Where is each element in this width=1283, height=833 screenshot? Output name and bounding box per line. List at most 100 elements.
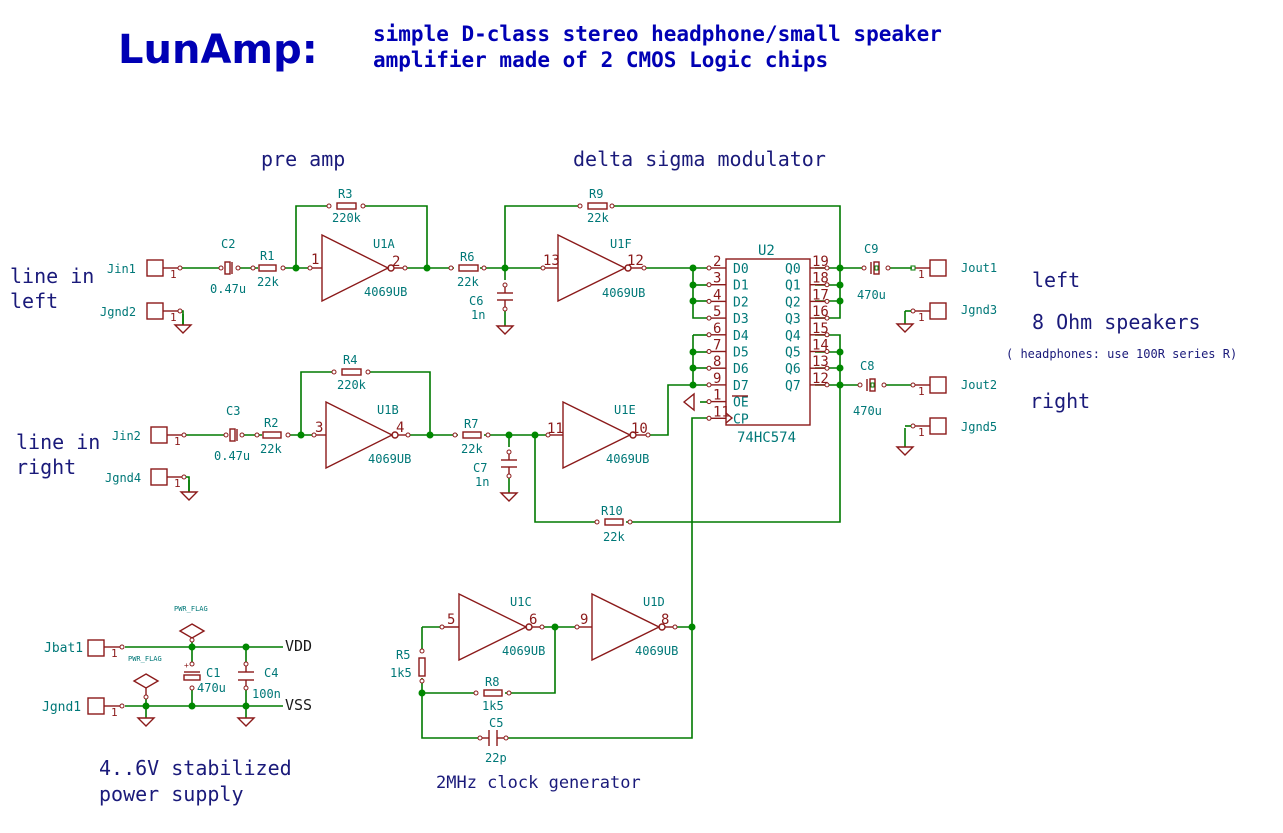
svg-text:U1F: U1F bbox=[610, 237, 632, 251]
u2-pin-number: 14 bbox=[812, 338, 829, 354]
capacitor-c3[interactable]: C3 0.47u bbox=[214, 404, 250, 463]
power-flag-2: PWR_FLAG bbox=[128, 655, 162, 700]
resistor-r1[interactable]: R1 22k bbox=[250, 249, 286, 289]
connector-jgnd2[interactable]: 1 Jgnd2 bbox=[100, 302, 184, 325]
svg-text:C9: C9 bbox=[864, 242, 878, 256]
svg-text:9: 9 bbox=[580, 612, 588, 628]
svg-text:C3: C3 bbox=[226, 404, 240, 418]
resistor-r2[interactable]: R2 22k bbox=[254, 416, 291, 456]
svg-text:C4: C4 bbox=[264, 666, 278, 680]
inverter-u1a[interactable]: 1 2 U1A 4069UB bbox=[307, 233, 408, 303]
resistor-r5[interactable]: R5 1k5 bbox=[390, 648, 426, 684]
resistor-r7[interactable]: R7 22k bbox=[452, 417, 491, 456]
svg-text:4069UB: 4069UB bbox=[635, 644, 678, 658]
svg-text:C2: C2 bbox=[221, 237, 235, 251]
svg-text:22k: 22k bbox=[457, 275, 479, 289]
u2-pin-name: D6 bbox=[733, 362, 749, 377]
u2-pin-number: 8 bbox=[713, 354, 721, 370]
connector-jout2[interactable]: 1 Jout2 bbox=[910, 376, 997, 398]
u2-pin-name: D7 bbox=[733, 379, 749, 394]
u2-pin-number: 16 bbox=[812, 304, 829, 320]
resistor-r4[interactable]: R4 220k bbox=[331, 353, 371, 392]
svg-text:C8: C8 bbox=[860, 359, 874, 373]
section-psu-label-2: power supply bbox=[99, 782, 244, 806]
svg-text:4069UB: 4069UB bbox=[606, 452, 649, 466]
net-label-vss: VSS bbox=[285, 696, 312, 714]
svg-text:6: 6 bbox=[529, 612, 537, 628]
jin1-ref: Jin1 bbox=[107, 262, 136, 276]
u2-pin-number: 13 bbox=[812, 354, 829, 370]
net-label-vdd: VDD bbox=[285, 637, 312, 655]
svg-text:470u: 470u bbox=[857, 288, 886, 302]
inverter-u1d[interactable]: 9 8 U1D 4069UB bbox=[574, 592, 678, 662]
capacitor-c1[interactable]: C1 470u bbox=[183, 661, 226, 695]
resistor-r10[interactable]: R10 22k bbox=[594, 504, 633, 544]
inverter-u1b[interactable]: 3 4 U1B 4069UB bbox=[311, 400, 411, 470]
inverter-u1c[interactable]: 5 6 U1C 4069UB bbox=[439, 592, 545, 662]
svg-text:22k: 22k bbox=[257, 275, 279, 289]
svg-text:10: 10 bbox=[631, 421, 648, 437]
connector-jgnd1[interactable]: 1 Jgnd1 bbox=[42, 697, 125, 719]
capacitor-c7[interactable]: C7 1n bbox=[473, 449, 517, 489]
svg-text:1: 1 bbox=[918, 426, 925, 439]
u2-pin-name: D4 bbox=[733, 329, 749, 344]
u2-pin-name: D3 bbox=[733, 312, 749, 327]
capacitor-c8[interactable]: C8 470u bbox=[853, 359, 887, 418]
svg-text:PWR_FLAG: PWR_FLAG bbox=[174, 605, 208, 613]
connector-jout1[interactable]: 1 Jout1 bbox=[910, 259, 997, 281]
svg-text:C5: C5 bbox=[489, 716, 503, 730]
capacitor-c2[interactable]: C2 0.47u bbox=[210, 237, 246, 296]
capacitor-c5[interactable]: C5 22p bbox=[477, 716, 509, 765]
connector-jbat1[interactable]: 1 Jbat1 bbox=[44, 639, 125, 660]
ground-icon bbox=[173, 324, 193, 334]
inverter-u1e[interactable]: 11 10 U1E 4069UB bbox=[545, 400, 651, 470]
svg-text:R4: R4 bbox=[343, 353, 357, 367]
u2-pin-number: 17 bbox=[812, 287, 829, 303]
capacitor-c9[interactable]: C9 470u bbox=[857, 242, 891, 302]
ground-icon bbox=[179, 491, 199, 501]
connector-jin2[interactable]: 1 Jin2 bbox=[112, 426, 187, 448]
inverter-u1f[interactable]: 13 12 U1F 4069UB bbox=[540, 233, 647, 303]
power-flag-1: PWR_FLAG bbox=[174, 605, 208, 643]
resistor-r6[interactable]: R6 22k bbox=[448, 250, 487, 289]
note-speakers: 8 Ohm speakers bbox=[1032, 310, 1201, 334]
ground-icon bbox=[495, 325, 515, 335]
svg-text:1: 1 bbox=[111, 706, 118, 719]
svg-text:1k5: 1k5 bbox=[482, 699, 504, 713]
resistor-r8[interactable]: R8 1k5 bbox=[473, 675, 512, 713]
u2-pin-name: Q3 bbox=[785, 312, 801, 327]
svg-text:U1B: U1B bbox=[377, 403, 399, 417]
connector-jgnd4[interactable]: 1 Jgnd4 bbox=[105, 468, 190, 492]
ground-icon bbox=[236, 717, 256, 727]
note-headphones: ( headphones: use 100R series R) bbox=[1006, 347, 1237, 361]
svg-text:4069UB: 4069UB bbox=[364, 285, 407, 299]
connector-jgnd3[interactable]: 1 Jgnd3 bbox=[905, 302, 997, 324]
resistor-r3[interactable]: R3 220k bbox=[326, 187, 366, 225]
svg-text:100n: 100n bbox=[252, 687, 281, 701]
svg-text:220k: 220k bbox=[332, 211, 362, 225]
note-out-right: right bbox=[1030, 389, 1090, 413]
u2-pin-name: D5 bbox=[733, 346, 749, 361]
capacitor-c4[interactable]: C4 100n bbox=[238, 661, 281, 701]
connector-jgnd5[interactable]: 1 Jgnd5 bbox=[905, 417, 997, 439]
power-flag-icon bbox=[132, 673, 160, 689]
u2-pin-name: D2 bbox=[733, 295, 749, 310]
resistor-r9[interactable]: R9 22k bbox=[577, 187, 615, 225]
ground-icon bbox=[895, 446, 915, 456]
capacitor-c6[interactable]: C6 1n bbox=[469, 282, 513, 322]
jgnd2-ref: Jgnd2 bbox=[100, 305, 136, 319]
ground-symbols bbox=[136, 323, 915, 727]
connector-jin1[interactable]: 1 Jin1 bbox=[107, 259, 183, 281]
c1-plus-sign: + bbox=[184, 661, 189, 670]
ground-icon bbox=[499, 492, 519, 502]
clock-marker-icon bbox=[725, 412, 734, 424]
power-flag-icon bbox=[178, 623, 206, 639]
